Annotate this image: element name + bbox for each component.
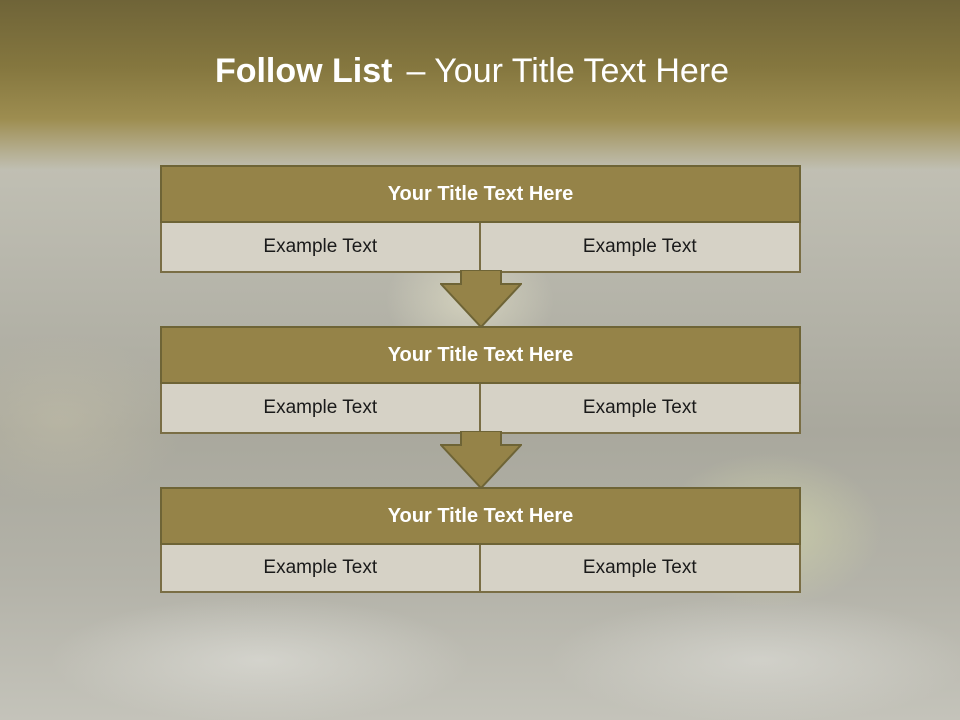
block-cell-left: Example Text [160, 545, 481, 593]
block-header: Your Title Text Here [160, 165, 801, 223]
block-row: Example Text Example Text [160, 545, 801, 593]
down-arrow-icon [440, 270, 522, 328]
list-block-3: Your Title Text Here Example Text Exampl… [160, 487, 801, 593]
block-row: Example Text Example Text [160, 384, 801, 434]
slide-title: Follow List – Your Title Text Here [0, 52, 944, 91]
block-cell-right: Example Text [480, 545, 801, 593]
block-cell-left: Example Text [160, 384, 481, 434]
block-header: Your Title Text Here [160, 487, 801, 545]
list-block-1: Your Title Text Here Example Text Exampl… [160, 165, 801, 273]
slide-title-strong: Follow List [214, 52, 393, 90]
slide-title-rest: – Your Title Text Here [406, 52, 730, 90]
title-band [0, 0, 960, 170]
list-block-2: Your Title Text Here Example Text Exampl… [160, 326, 801, 434]
block-cell-left: Example Text [160, 223, 481, 273]
block-row: Example Text Example Text [160, 223, 801, 273]
block-header: Your Title Text Here [160, 326, 801, 384]
block-cell-right: Example Text [480, 384, 801, 434]
down-arrow-icon [440, 431, 522, 489]
block-cell-right: Example Text [480, 223, 801, 273]
